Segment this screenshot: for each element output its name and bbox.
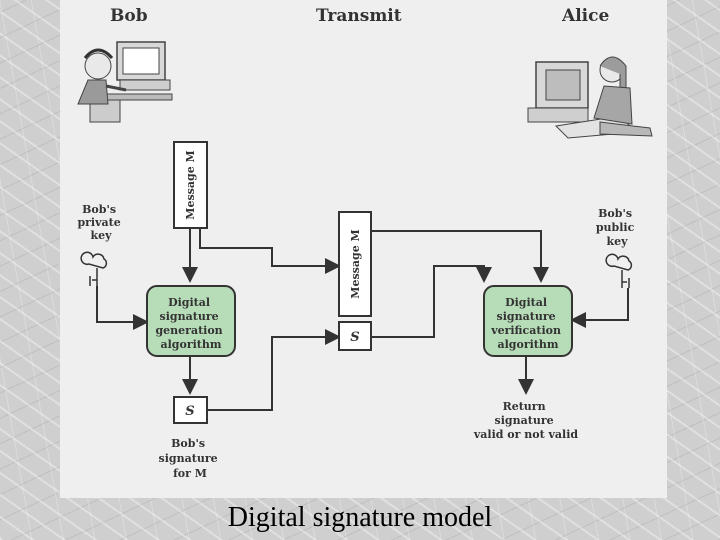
bobs-signature-label: Bob's signature for M [159,437,222,480]
message-box-transmit [338,211,372,317]
return-label: Return signature valid or not valid [473,400,578,441]
verification-algorithm-box [483,285,573,357]
edge-s-to-verification [371,265,492,338]
edge-message-to-verification [371,230,549,283]
s-label-bob: S [185,404,194,419]
s-box-bob [173,396,208,424]
verification-algorithm-label: Digital signature verification algorithm [490,296,565,351]
bob-illustration [77,41,173,123]
s-label-transmit: S [350,330,359,345]
slide-caption: Digital signature model [227,502,493,533]
message-box-bob [173,141,208,229]
public-key-label: Bob's public key [596,207,638,248]
private-key-label: Bob's private key [77,203,124,242]
message-label-bob: Message M [184,150,197,219]
public-key-icon [605,253,633,288]
edge-s-transmit [207,329,341,411]
generation-algorithm-box [146,285,236,357]
private-key-icon [80,251,108,286]
edge-message-transmit [199,228,341,274]
edge-public-key [570,288,629,328]
generation-algorithm-label: Digital signature generation algorithm [155,296,226,351]
edge-private-key [96,286,149,330]
s-box-transmit [338,321,372,351]
header-alice: Alice [562,6,610,26]
alice-illustration [527,56,653,139]
diagram-panel: Bob Transmit Alice [60,0,667,498]
message-label-transmit: Message M [349,229,362,298]
header-transmit: Transmit [316,6,402,26]
diagram-svg: Message M Message M S Digital signature … [77,41,653,480]
header-bob: Bob [110,6,148,26]
